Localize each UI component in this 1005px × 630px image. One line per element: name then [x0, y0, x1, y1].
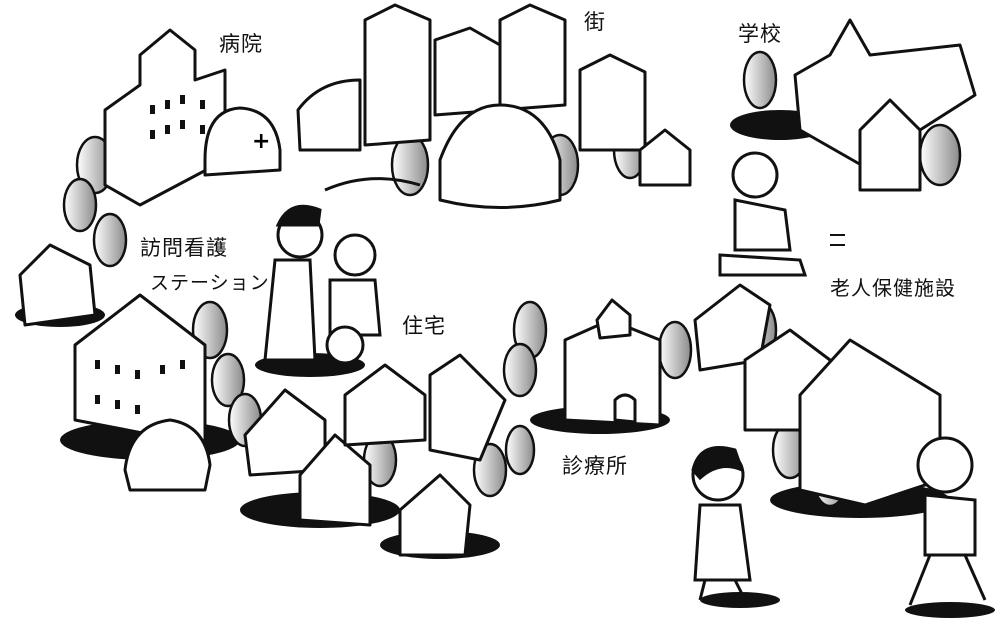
road	[324, 177, 421, 192]
label-clinic: 診療所	[562, 454, 628, 478]
label-housing: 住宅	[402, 314, 446, 338]
dash-mark	[830, 234, 845, 246]
boy-walking	[908, 436, 987, 606]
hospital-building: +	[103, 28, 282, 207]
label-school: 学校	[738, 22, 782, 46]
svg-text:+: +	[252, 129, 270, 154]
school-building	[793, 18, 977, 192]
housing-cluster	[243, 353, 507, 557]
woman-walking	[691, 446, 752, 601]
nursing-station-building	[18, 243, 212, 492]
label-elderly-facility: 老人保健施設	[830, 276, 956, 300]
town-buildings	[296, 3, 692, 209]
label-visiting-nurse: 訪問看護	[140, 236, 228, 260]
elderly-person	[718, 151, 808, 277]
label-hospital: 病院	[219, 32, 263, 56]
label-visiting-nurse-station: ステーション	[150, 272, 270, 294]
label-town: 街	[584, 10, 606, 34]
clinic-building	[563, 298, 662, 427]
nurse-and-wheelchair-user	[263, 204, 382, 365]
